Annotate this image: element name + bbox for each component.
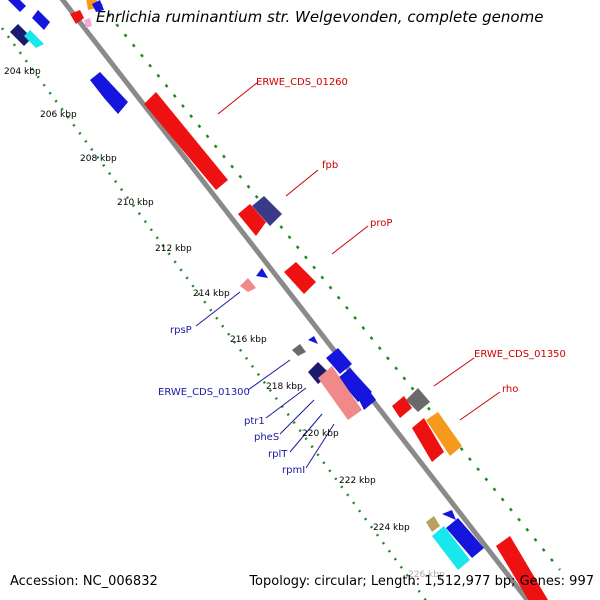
genes-main bbox=[90, 72, 548, 600]
gene-erwe-cds-01350[interactable] bbox=[406, 388, 430, 412]
dotted-tracks bbox=[0, 3, 561, 600]
tick-label: 210 kbp bbox=[117, 198, 154, 208]
gene-labels: ERWE_CDS_01260 fpb proP ERWE_CDS_01350 r… bbox=[158, 77, 566, 476]
genome-summary-text: Topology: circular; Length: 1,512,977 bp… bbox=[249, 574, 594, 589]
outer-dotted-track bbox=[99, 3, 561, 571]
gene-erwe-cds-01260[interactable] bbox=[144, 92, 228, 190]
genes-top bbox=[8, 0, 104, 48]
gene-feature[interactable] bbox=[84, 18, 92, 28]
gene-feature[interactable] bbox=[8, 0, 26, 12]
leader-line bbox=[217, 81, 259, 115]
gene-feature[interactable] bbox=[446, 518, 484, 558]
leader-line bbox=[433, 357, 475, 387]
gene-feature[interactable] bbox=[256, 268, 268, 278]
gene-feature[interactable] bbox=[426, 516, 440, 532]
leader-line bbox=[279, 399, 315, 435]
gene-feature[interactable] bbox=[392, 396, 412, 418]
leader-line bbox=[285, 169, 319, 197]
gene-feature[interactable] bbox=[32, 10, 50, 30]
gene-feature[interactable] bbox=[308, 336, 318, 344]
gene-feature[interactable] bbox=[432, 526, 470, 570]
tick-label: 214 kbp bbox=[193, 289, 230, 299]
gene-label-pheS[interactable]: pheS bbox=[254, 432, 279, 443]
gene-rpsP[interactable] bbox=[240, 278, 256, 292]
tick-label: 204 kbp bbox=[4, 67, 41, 77]
gene-feature[interactable] bbox=[90, 72, 128, 114]
gene-feature[interactable] bbox=[326, 348, 352, 374]
gene-rho[interactable] bbox=[426, 412, 462, 456]
gene-feature[interactable] bbox=[92, 0, 104, 12]
accession-text: Accession: NC_006832 bbox=[10, 574, 158, 589]
gene-proP[interactable] bbox=[284, 262, 316, 294]
gene-feature[interactable] bbox=[238, 204, 266, 236]
gene-erwe-cds-01300[interactable] bbox=[292, 344, 306, 356]
inner-dotted-track bbox=[0, 23, 428, 600]
gene-label-rplT[interactable]: rplT bbox=[268, 449, 288, 460]
gene-fpb[interactable] bbox=[252, 196, 282, 226]
tick-label: 216 kbp bbox=[230, 335, 267, 345]
gene-feature[interactable] bbox=[442, 510, 456, 520]
leader-lines-blue bbox=[195, 291, 335, 469]
gene-feature[interactable] bbox=[412, 418, 444, 462]
tick-label: 220 kbp bbox=[302, 429, 339, 439]
leader-line bbox=[289, 413, 323, 453]
leader-line bbox=[195, 291, 241, 327]
leader-lines-red bbox=[217, 81, 501, 421]
genome-backbone bbox=[59, 0, 531, 600]
gene-label-erwe-cds-01300[interactable]: ERWE_CDS_01300 bbox=[158, 387, 250, 398]
gene-label-erwe-cds-01260[interactable]: ERWE_CDS_01260 bbox=[256, 77, 348, 88]
tick-label: 206 kbp bbox=[40, 110, 77, 120]
leader-line bbox=[247, 359, 291, 391]
tick-label: 212 kbp bbox=[155, 244, 192, 254]
gene-feature[interactable] bbox=[496, 536, 548, 600]
leader-line bbox=[265, 387, 307, 419]
gene-label-fpb[interactable]: fpb bbox=[322, 160, 338, 171]
gene-label-rpmI[interactable]: rpmI bbox=[282, 465, 305, 476]
gene-label-ptr1[interactable]: ptr1 bbox=[244, 416, 265, 427]
gene-label-erwe-cds-01350[interactable]: ERWE_CDS_01350 bbox=[474, 349, 566, 360]
leader-line bbox=[459, 391, 501, 421]
gene-pheS[interactable] bbox=[318, 366, 362, 420]
gene-label-rpsP[interactable]: rpsP bbox=[170, 325, 192, 336]
leader-line bbox=[331, 225, 369, 255]
gene-feature[interactable] bbox=[24, 30, 44, 48]
gene-label-rho[interactable]: rho bbox=[502, 384, 518, 395]
tick-label: 224 kbp bbox=[373, 523, 410, 533]
tick-label: 218 kbp bbox=[266, 382, 303, 392]
tick-labels: 204 kbp 206 kbp 208 kbp 210 kbp 212 kbp … bbox=[4, 67, 445, 580]
tick-label: 222 kbp bbox=[339, 476, 376, 486]
gene-feature[interactable] bbox=[10, 24, 32, 46]
tick-label: 226 kbp bbox=[408, 570, 445, 580]
tick-label: 208 kbp bbox=[80, 154, 117, 164]
gene-feature[interactable] bbox=[70, 10, 84, 24]
leader-line bbox=[305, 423, 335, 469]
map-title: Ehrlichia ruminantium str. Welgevonden, … bbox=[96, 8, 544, 26]
gene-feature[interactable] bbox=[356, 386, 376, 410]
gene-label-proP[interactable]: proP bbox=[370, 218, 392, 229]
